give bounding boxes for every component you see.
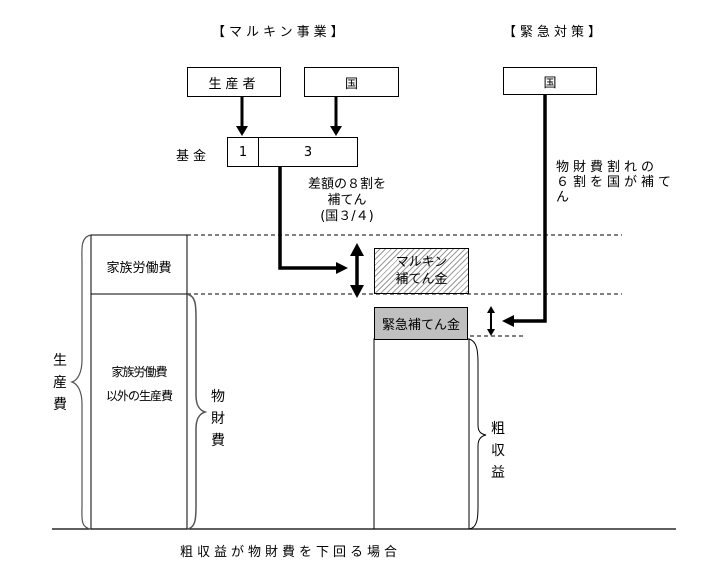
- marukin-state-box: 国: [304, 67, 399, 97]
- emergency-state-label: 国: [543, 75, 557, 91]
- compensation-note-line: (国３/４): [320, 209, 374, 224]
- emergency-compensation-label: 緊急補てん金: [381, 318, 460, 333]
- material-cost-label: 物財費: [211, 389, 225, 449]
- other-costs-label: 家族労働費 以外の生産費: [91, 360, 187, 408]
- emergency-note-line: 物財費割れの: [556, 160, 659, 175]
- fund-producer-share: 1: [238, 144, 248, 160]
- cost-column: [90, 234, 188, 530]
- family-labor-label: 家族労働費: [106, 261, 172, 276]
- producer-arrow-head: [236, 126, 248, 136]
- production-cost-brace: [70, 234, 92, 530]
- marukin-heading: 【マルキン事業】: [212, 25, 348, 40]
- emergency-payout-arrow: [512, 95, 547, 323]
- marukin-compensation-line: マルキン: [395, 255, 448, 270]
- compensation-note-line: 補てん: [327, 193, 367, 208]
- marukin-compensation-box: マルキン 補てん金: [374, 248, 469, 294]
- emergency-compensation-box: 緊急補てん金: [374, 307, 468, 340]
- fund-state-share-cell: 3: [258, 137, 358, 167]
- emergency-gap-arrow-down: [487, 329, 495, 336]
- fund-state-share: 3: [303, 144, 313, 160]
- gross-revenue-brace: [468, 338, 487, 530]
- marukin-gap-arrow-up: [350, 243, 364, 256]
- diagram-caption: 粗収益が物財費を下回る場合: [180, 545, 402, 560]
- emergency-payout-arrow-head: [502, 315, 514, 327]
- producer-box: 生産者: [187, 67, 281, 97]
- emergency-note-line: ん: [556, 190, 574, 205]
- marukin-compensation-line: 補てん金: [395, 272, 448, 287]
- other-costs-line: 以外の生産費: [105, 389, 173, 403]
- fund-label: 基金: [176, 149, 211, 164]
- fund-payout-arrow: [278, 167, 338, 270]
- fund-payout-arrow-head: [336, 262, 348, 274]
- gross-revenue-column: [373, 338, 470, 530]
- emergency-note-line: ６割を国が補て: [556, 175, 676, 190]
- marukin-state-label: 国: [344, 76, 358, 92]
- state-arrow-head: [330, 126, 342, 136]
- emergency-state-box: 国: [503, 67, 597, 95]
- emergency-gap-arrow-up: [487, 306, 495, 313]
- fund-producer-share-cell: 1: [227, 137, 259, 167]
- compensation-note-line: 差額の８割を: [307, 177, 386, 192]
- compensation-note: 差額の８割を 補てん (国３/４): [292, 177, 402, 225]
- gross-revenue-label: 粗収益: [491, 421, 505, 481]
- producer-label: 生産者: [208, 76, 260, 92]
- material-cost-brace: [186, 293, 208, 530]
- emergency-note: 物財費割れの ６割を国が補て ん: [556, 160, 675, 205]
- marukin-gap-arrow-down: [350, 285, 364, 298]
- other-costs-line: 家族労働費: [111, 365, 167, 379]
- production-cost-label: 生産費: [53, 353, 67, 413]
- emergency-heading: 【緊急対策】: [503, 25, 606, 40]
